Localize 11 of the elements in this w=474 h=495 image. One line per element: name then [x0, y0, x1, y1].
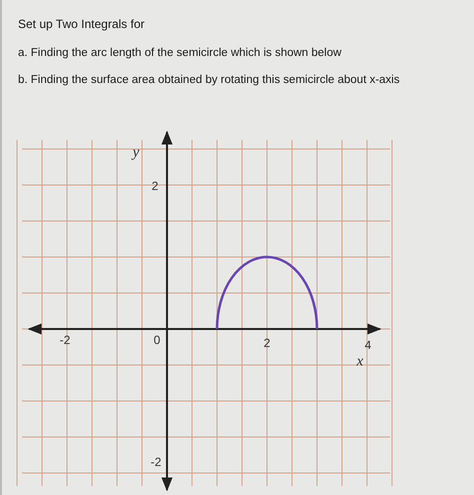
axis-label: y [132, 146, 140, 160]
tick-label: 4 [364, 339, 372, 351]
tick-label: 2 [152, 180, 158, 192]
tick-label: 2 [264, 337, 270, 349]
tick-label: -2 [150, 456, 162, 468]
tick-label: 0 [154, 334, 160, 346]
tick-label: -2 [60, 334, 70, 346]
question-text: b. Finding the surface area obtained by rotating this semicircle about x-axis [18, 74, 400, 86]
heading: Set up Two Integrals for [18, 17, 145, 31]
question-text: a. Finding the arc length of the semicircle which is shown below [18, 47, 342, 59]
axis-label: x [356, 354, 364, 370]
